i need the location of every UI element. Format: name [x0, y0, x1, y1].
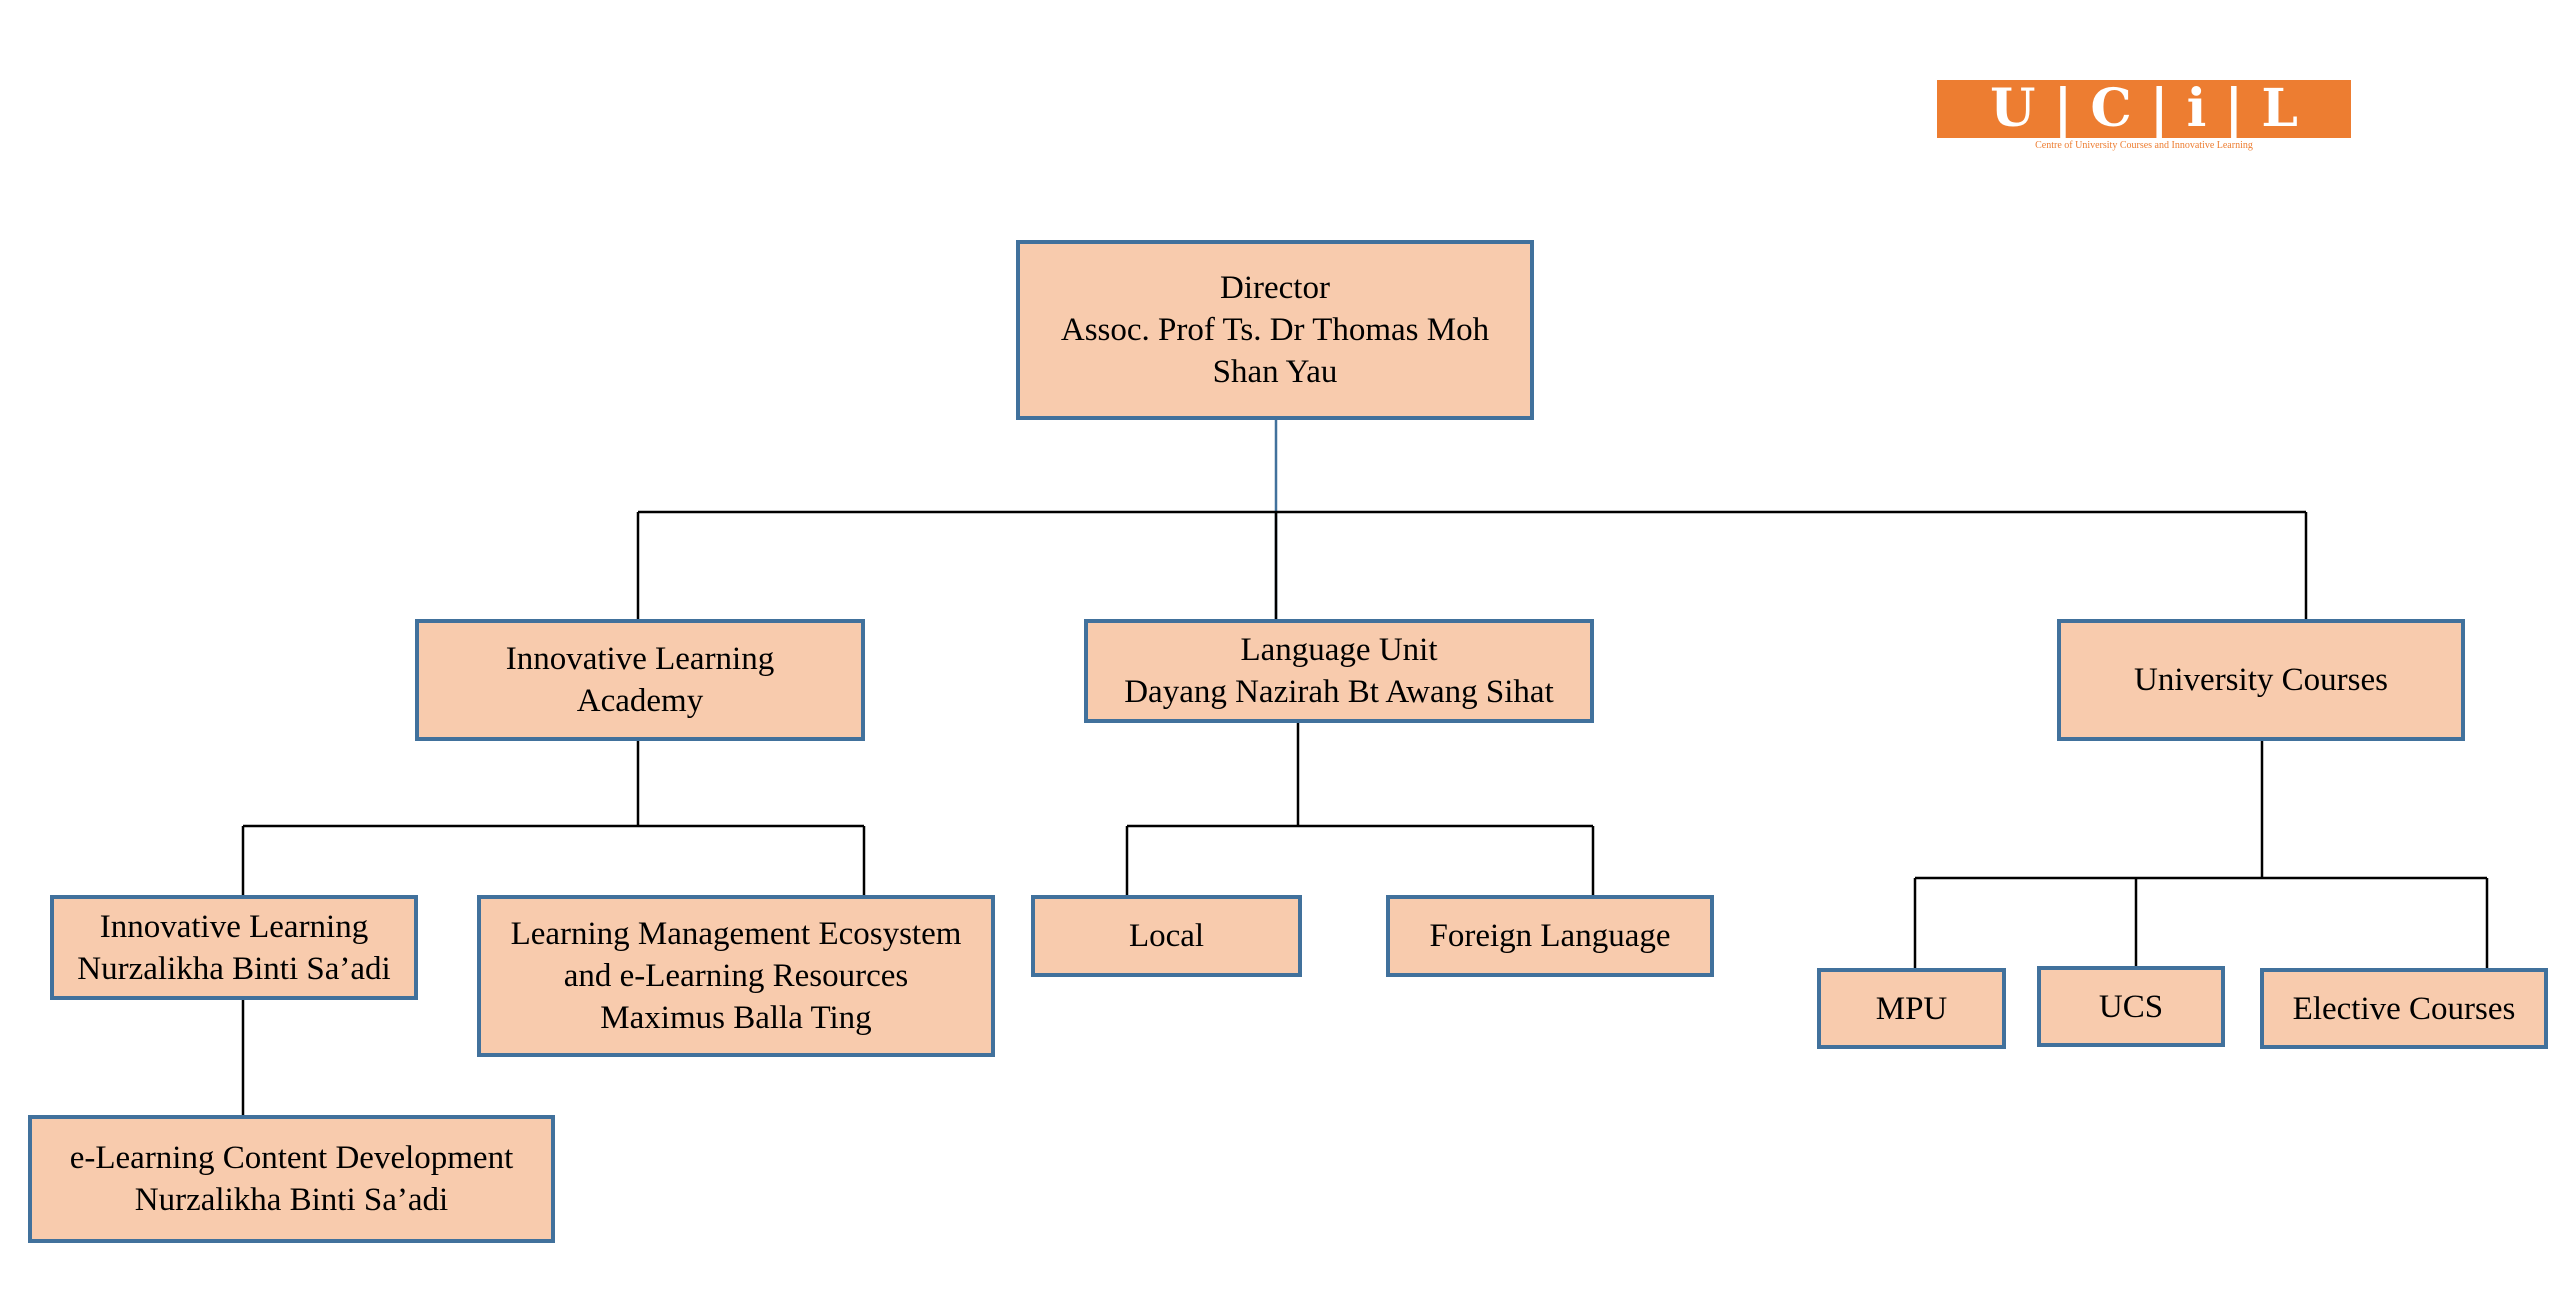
node-lme-name: Maximus Balla Ting — [600, 1000, 872, 1036]
node-language-unit: Language Unit Dayang Nazirah Bt Awang Si… — [1084, 619, 1594, 723]
node-innovative-learning-name: Nurzalikha Binti Sa’adi — [77, 950, 391, 987]
logo-text: U|C|i|L — [1990, 78, 2316, 139]
node-director-title: Director — [1220, 270, 1330, 306]
node-elearning-content-name: Nurzalikha Binti Sa’adi — [134, 1182, 449, 1218]
node-innovative-learning: Innovative Learning Nurzalikha Binti Sa’… — [50, 895, 418, 1000]
node-university-courses: University Courses — [2057, 619, 2465, 741]
node-mpu: MPU — [1817, 968, 2006, 1049]
node-foreign-language: Foreign Language — [1386, 895, 1714, 977]
node-director-name-line1: Assoc. Prof Ts. Dr Thomas Moh — [1060, 312, 1490, 348]
node-elearning-content-development: e-Learning Content Development Nurzalikh… — [28, 1115, 555, 1243]
node-ucs: UCS — [2037, 966, 2225, 1047]
node-ila-line2: Academy — [576, 683, 704, 719]
node-local-title: Local — [1128, 918, 1205, 954]
node-innovative-learning-title: Innovative Learning — [99, 908, 369, 945]
node-mpu-title: MPU — [1875, 990, 1948, 1027]
node-innovative-learning-academy: Innovative Learning Academy — [415, 619, 865, 741]
node-language-unit-name: Dayang Nazirah Bt Awang Sihat — [1124, 674, 1554, 710]
node-elective-courses-title: Elective Courses — [2292, 990, 2516, 1027]
node-elective-courses: Elective Courses — [2260, 968, 2548, 1049]
node-elearning-content-title: e-Learning Content Development — [69, 1140, 514, 1176]
node-local: Local — [1031, 895, 1302, 977]
node-language-unit-title: Language Unit — [1240, 632, 1438, 668]
logo-caption: Centre of University Courses and Innovat… — [2035, 140, 2253, 151]
node-ucs-title: UCS — [2098, 988, 2164, 1025]
ucil-logo: U|C|i|L Centre of University Courses and… — [1937, 80, 2351, 154]
node-ila-line1: Innovative Learning — [505, 641, 775, 677]
node-director-name-line2: Shan Yau — [1212, 354, 1338, 390]
node-lme-line1: Learning Management Ecosystem — [510, 916, 962, 952]
logo-banner: U|C|i|L — [1937, 80, 2351, 138]
node-foreign-language-title: Foreign Language — [1429, 918, 1671, 954]
node-lme-line2: and e-Learning Resources — [563, 958, 909, 994]
node-university-courses-title: University Courses — [2134, 662, 2388, 698]
node-director: Director Assoc. Prof Ts. Dr Thomas Moh S… — [1016, 240, 1534, 420]
node-learning-management-ecosystem: Learning Management Ecosystem and e-Lear… — [477, 895, 995, 1057]
